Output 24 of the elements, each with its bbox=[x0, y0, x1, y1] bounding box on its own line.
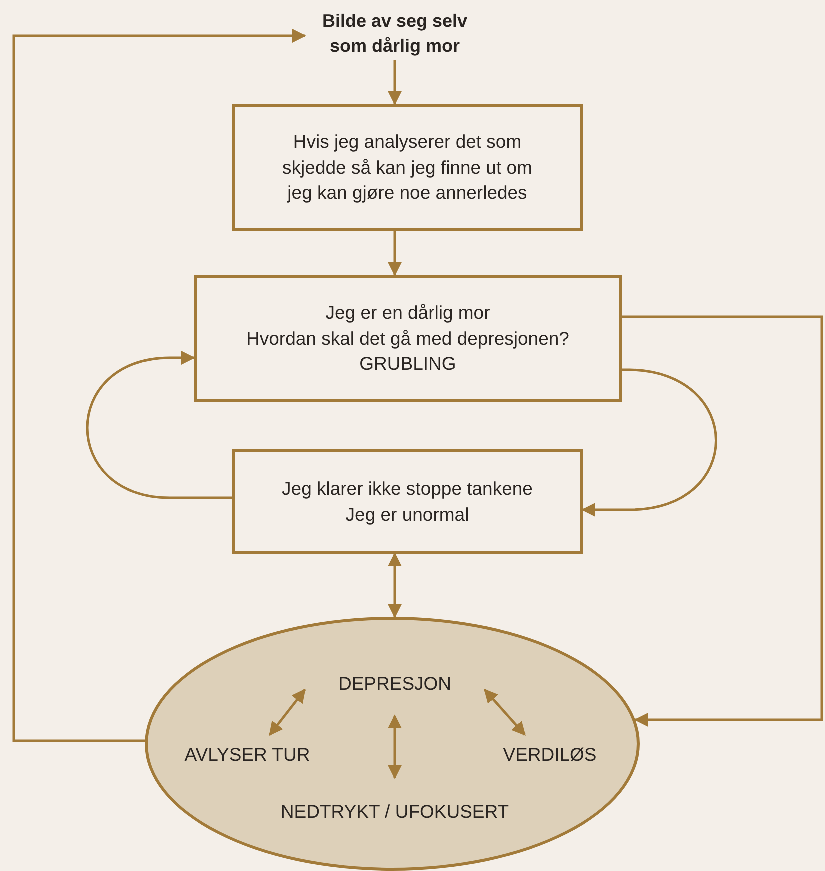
box-text: Jeg klarer ikke stoppe tankene bbox=[282, 476, 533, 501]
process-box bbox=[232, 449, 583, 554]
arrow bbox=[388, 231, 402, 276]
start-text: Bilde av seg selv som dårlig mor bbox=[321, 10, 469, 58]
arrow bbox=[388, 60, 402, 106]
process-box bbox=[194, 275, 622, 402]
box-text: Jeg er unormal bbox=[346, 502, 470, 527]
arrow bbox=[622, 316, 824, 727]
ellipse-item: VERDILØS bbox=[503, 743, 597, 768]
box-text: Jeg er en dårlig mor bbox=[326, 300, 490, 325]
ellipse-item: DEPRESJON bbox=[338, 672, 452, 696]
arrow bbox=[12, 29, 306, 742]
box-text: Hvordan skal det gå med depresjonen? bbox=[246, 326, 570, 351]
box-text: Hvis jeg analyserer det som skjedde så kan jeg finne ut om jeg kan gjøre noe annerledes bbox=[282, 130, 534, 206]
box-text: GRUBLING bbox=[360, 352, 456, 376]
arrow bbox=[86, 351, 232, 500]
ellipse-item: NEDTRYKT / UFOKUSERT bbox=[280, 800, 510, 824]
arrow bbox=[388, 714, 402, 780]
arrow bbox=[484, 688, 526, 736]
arrow bbox=[269, 688, 306, 736]
ellipse-item: AVLYSER TUR bbox=[184, 743, 310, 768]
process-box bbox=[232, 104, 583, 231]
arrow bbox=[388, 552, 402, 618]
arrow bbox=[582, 368, 718, 517]
